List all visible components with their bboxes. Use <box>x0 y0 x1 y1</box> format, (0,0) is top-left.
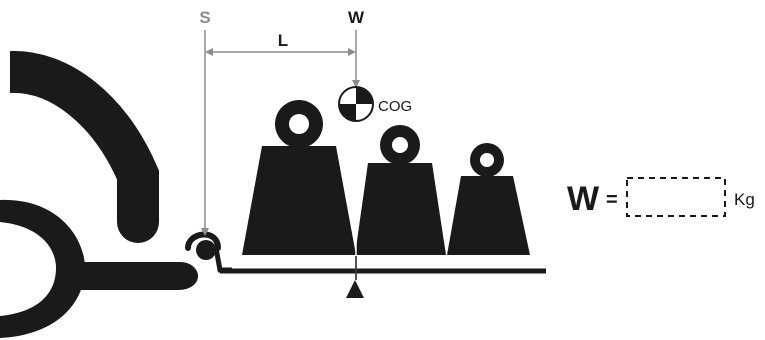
hook-clamp-icon <box>0 199 85 338</box>
cog-symbol-icon <box>338 86 374 122</box>
equals-sign: = <box>606 189 618 211</box>
weight-value-box[interactable] <box>626 177 726 217</box>
fulcrum-triangle-icon <box>346 280 364 298</box>
weight-top-label: W <box>348 8 365 27</box>
weight-equation-label: W <box>567 180 600 218</box>
weight-large-icon <box>242 100 356 255</box>
crane-arm-icon <box>0 50 159 243</box>
clamp-bar <box>78 262 198 290</box>
cog-label: COG <box>378 98 412 115</box>
weight-small-icon <box>447 143 530 255</box>
weight-medium-icon <box>355 125 446 255</box>
crane-arm-edge <box>0 40 10 100</box>
support-label: S <box>199 8 210 27</box>
distance-label: L <box>278 31 288 50</box>
pivot-hook-icon <box>185 231 232 273</box>
weight-unit-label: Kg <box>734 190 755 209</box>
